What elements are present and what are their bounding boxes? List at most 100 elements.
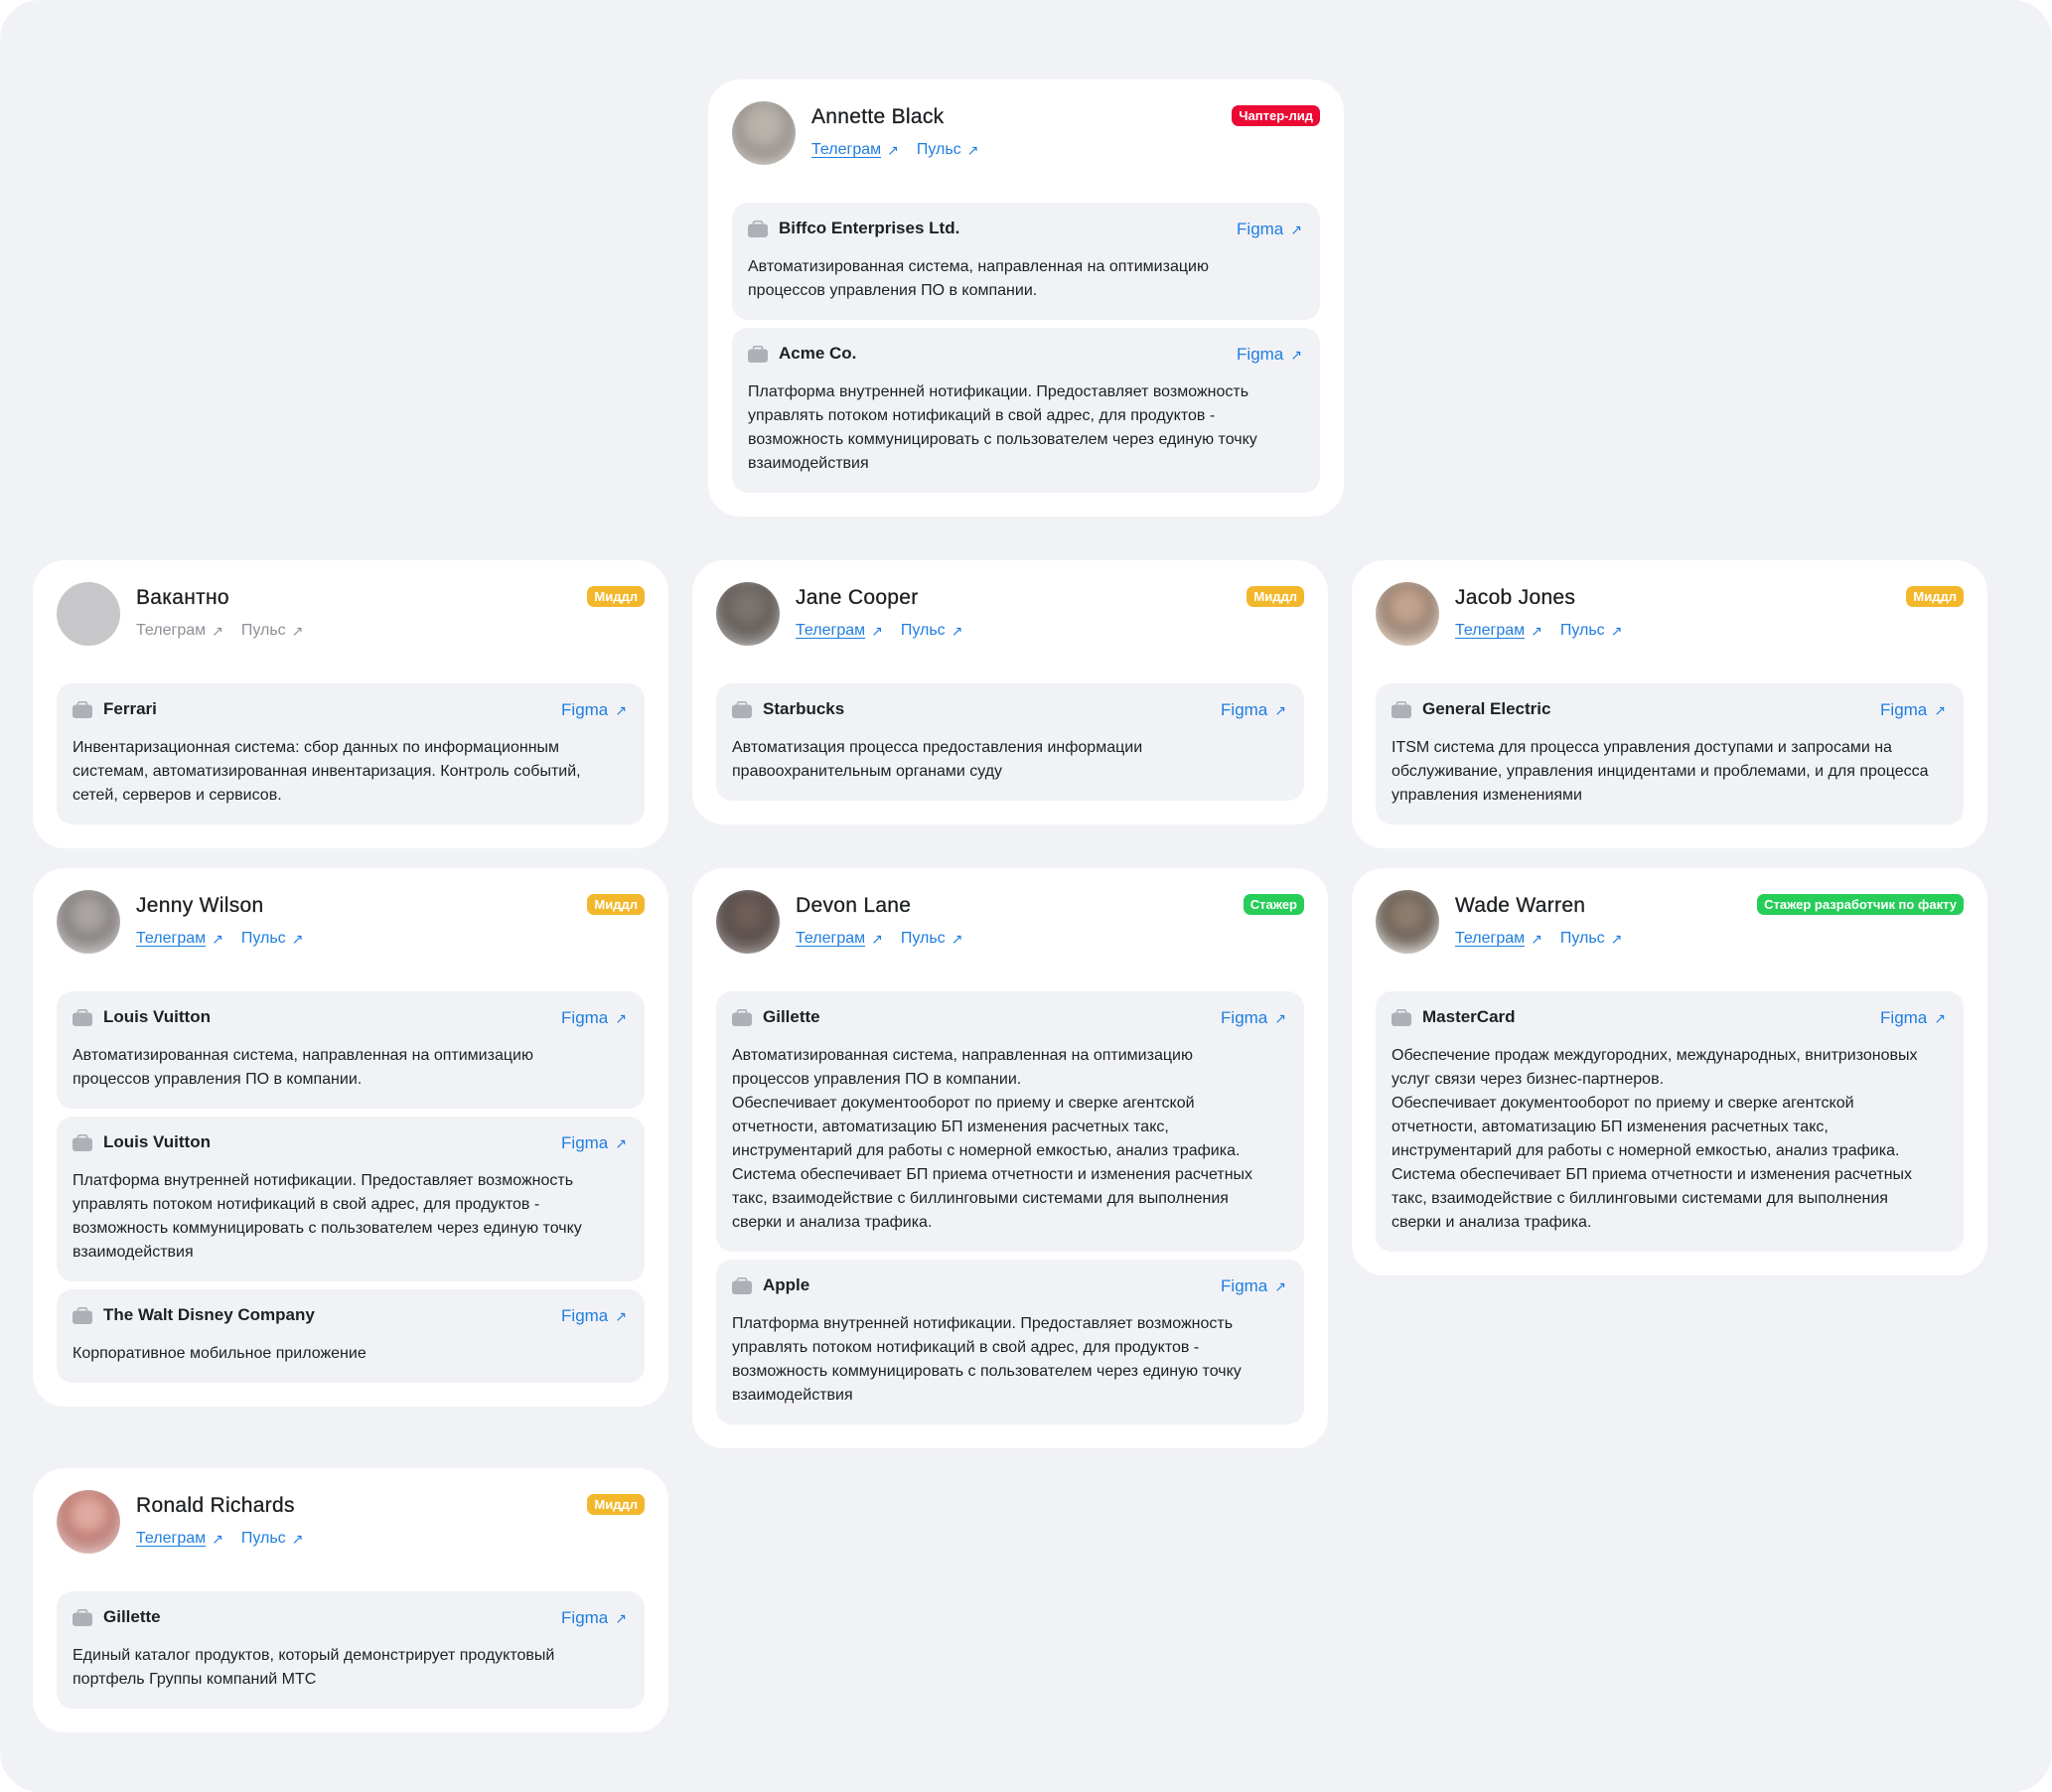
arrow-up-right-icon: ↗ (615, 1135, 627, 1151)
figma-link[interactable]: Figma↗ (561, 1008, 627, 1027)
project-item: Gillette Figma↗ Автоматизированная систе… (716, 991, 1304, 1252)
pulse-link[interactable]: Пульс↗ (1559, 622, 1623, 639)
figma-link[interactable]: Figma↗ (1237, 220, 1302, 238)
project-description: Инвентаризационная система: сбор данных … (73, 739, 581, 804)
person-card: Devon Lane Телеграм↗ Пульс↗ Стажер Gille… (692, 868, 1328, 1448)
role-badge: Миддл (1246, 586, 1304, 607)
person-name: Wade Warren (1455, 894, 1586, 917)
avatar (1376, 890, 1439, 954)
arrow-up-right-icon: ↗ (966, 142, 979, 158)
telegram-link[interactable]: Телеграм↗ (136, 622, 223, 639)
profile-links: Телеграм↗ Пульс↗ (136, 1530, 303, 1548)
profile-links: Телеграм↗ Пульс↗ (811, 141, 978, 159)
card-header: Вакантно Телеграм↗ Пульс↗ Миддл (57, 582, 645, 662)
pulse-link[interactable]: Пульс↗ (900, 622, 963, 639)
project-description: Автоматизированная система, направленная… (748, 258, 1209, 299)
arrow-up-right-icon: ↗ (1274, 1278, 1286, 1294)
arrow-up-right-icon: ↗ (1531, 623, 1542, 639)
figma-link[interactable]: Figma↗ (561, 700, 627, 719)
person-card: Wade Warren Телеграм↗ Пульс↗ Стажер разр… (1352, 868, 1987, 1275)
company-name: Apple (763, 1275, 810, 1294)
company-name: The Walt Disney Company (103, 1305, 315, 1324)
project-item: Louis Vuitton Figma↗ Автоматизированная … (57, 991, 645, 1109)
arrow-up-right-icon: ↗ (1290, 222, 1302, 237)
arrow-up-right-icon: ↗ (291, 1531, 304, 1547)
telegram-link[interactable]: Телеграм↗ (136, 930, 223, 947)
person-name: Jane Cooper (796, 586, 919, 609)
avatar-placeholder (57, 582, 120, 646)
card-header: Jenny Wilson Телеграм↗ Пульс↗ Миддл (57, 890, 645, 970)
arrow-up-right-icon: ↗ (1610, 931, 1623, 947)
person-card: Вакантно Телеграм↗ Пульс↗ Миддл Ferrari … (33, 560, 668, 848)
arrow-up-right-icon: ↗ (871, 931, 883, 947)
arrow-up-right-icon: ↗ (1274, 702, 1286, 718)
role-badge: Стажер разработчик по факту (1757, 894, 1964, 915)
arrow-up-right-icon: ↗ (1610, 623, 1623, 639)
company-name: Acme Co. (779, 344, 857, 363)
card-header: Devon Lane Телеграм↗ Пульс↗ Стажер (716, 890, 1304, 970)
telegram-link[interactable]: Телеграм↗ (796, 930, 883, 947)
briefcase-icon (1392, 701, 1411, 718)
figma-link[interactable]: Figma↗ (561, 1608, 627, 1627)
pulse-link[interactable]: Пульс↗ (240, 1530, 304, 1547)
telegram-link[interactable]: Телеграм↗ (796, 622, 883, 639)
person-name: Jenny Wilson (136, 894, 264, 917)
avatar (716, 582, 780, 646)
figma-link[interactable]: Figma↗ (1880, 700, 1946, 719)
figma-link[interactable]: Figma↗ (1221, 700, 1286, 719)
project-item: Ferrari Figma↗ Инвентаризационная систем… (57, 683, 645, 824)
briefcase-icon (732, 701, 752, 718)
arrow-up-right-icon: ↗ (212, 1531, 223, 1547)
figma-link[interactable]: Figma↗ (1221, 1276, 1286, 1295)
project-description: Единый каталог продуктов, который демонс… (73, 1647, 555, 1688)
project-item: MasterCard Figma↗ Обеспечение продаж меж… (1376, 991, 1964, 1252)
pulse-link[interactable]: Пульс↗ (240, 622, 304, 639)
company-name: Louis Vuitton (103, 1132, 211, 1151)
avatar (1376, 582, 1439, 646)
figma-link[interactable]: Figma↗ (561, 1133, 627, 1152)
pulse-link[interactable]: Пульс↗ (1559, 930, 1623, 947)
arrow-up-right-icon: ↗ (887, 142, 899, 158)
arrow-up-right-icon: ↗ (1290, 347, 1302, 363)
figma-link[interactable]: Figma↗ (561, 1306, 627, 1325)
figma-link[interactable]: Figma↗ (1880, 1008, 1946, 1027)
telegram-link[interactable]: Телеграм↗ (136, 1530, 223, 1547)
telegram-link[interactable]: Телеграм↗ (1455, 930, 1542, 947)
arrow-up-right-icon: ↗ (615, 702, 627, 718)
company-name: Ferrari (103, 699, 157, 718)
figma-link[interactable]: Figma↗ (1237, 345, 1302, 364)
role-badge: Миддл (1906, 586, 1964, 607)
project-item: Biffco Enterprises Ltd. Figma↗ Автоматиз… (732, 203, 1320, 320)
arrow-up-right-icon: ↗ (291, 623, 304, 639)
card-header: Jane Cooper Телеграм↗ Пульс↗ Миддл (716, 582, 1304, 662)
card-header: Jacob Jones Телеграм↗ Пульс↗ Миддл (1376, 582, 1964, 662)
pulse-link[interactable]: Пульс↗ (240, 930, 304, 947)
pulse-link[interactable]: Пульс↗ (916, 141, 979, 158)
project-item: General Electric Figma↗ ITSM система для… (1376, 683, 1964, 824)
briefcase-icon (73, 1134, 92, 1151)
profile-links: Телеграм↗ Пульс↗ (136, 622, 303, 640)
project-description: ITSM система для процесса управления дос… (1392, 739, 1929, 804)
telegram-link[interactable]: Телеграм↗ (1455, 622, 1542, 639)
company-name: Louis Vuitton (103, 1007, 211, 1026)
briefcase-icon (748, 221, 768, 237)
project-item: Acme Co. Figma↗ Платформа внутренней нот… (732, 328, 1320, 493)
figma-link[interactable]: Figma↗ (1221, 1008, 1286, 1027)
project-description: Корпоративное мобильное приложение (73, 1345, 366, 1362)
person-name: Jacob Jones (1455, 586, 1576, 609)
avatar (57, 890, 120, 954)
pulse-link[interactable]: Пульс↗ (900, 930, 963, 947)
arrow-up-right-icon: ↗ (1274, 1010, 1286, 1026)
person-card: Annette Black Телеграм↗ Пульс↗ Чаптер-ли… (708, 79, 1344, 517)
role-badge: Чаптер-лид (1232, 105, 1320, 126)
person-name: Annette Black (811, 105, 945, 128)
telegram-link[interactable]: Телеграм↗ (811, 141, 899, 158)
briefcase-icon (73, 1609, 92, 1626)
project-description: Платформа внутренней нотификации. Предос… (73, 1172, 582, 1261)
person-card: Jane Cooper Телеграм↗ Пульс↗ Миддл Starb… (692, 560, 1328, 824)
project-item: Gillette Figma↗ Единый каталог продуктов… (57, 1591, 645, 1709)
company-name: General Electric (1422, 699, 1551, 718)
role-badge: Миддл (587, 894, 645, 915)
profile-links: Телеграм↗ Пульс↗ (1455, 930, 1622, 948)
